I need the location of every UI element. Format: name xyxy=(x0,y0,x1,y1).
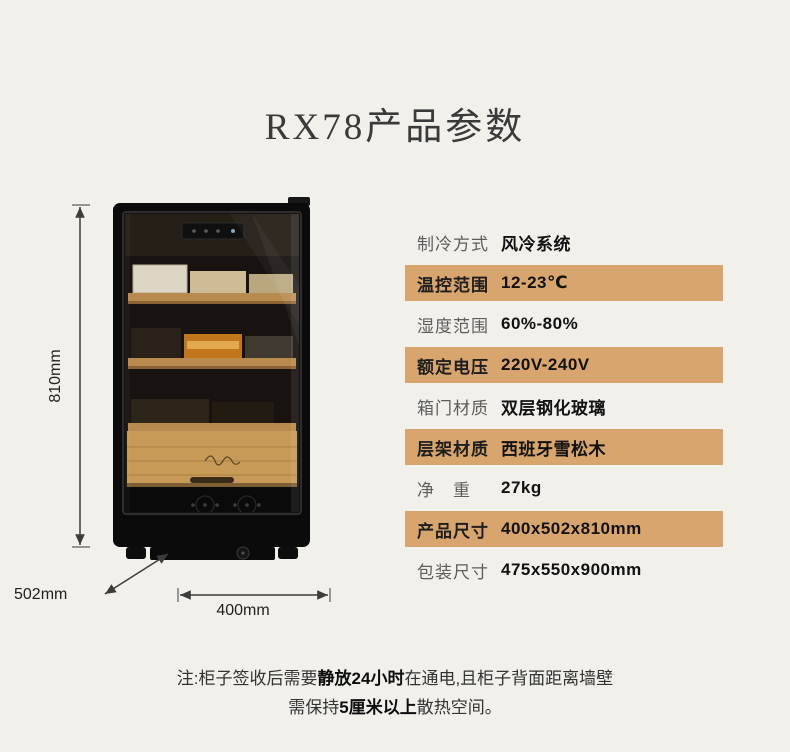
dimension-width: 400mm xyxy=(177,588,331,619)
wood-drawer xyxy=(127,431,297,487)
spec-value: 双层钢化玻璃 xyxy=(501,398,606,418)
spec-row: 包装尺寸 475x550x900mm xyxy=(405,552,723,588)
spec-row: 层架材质 西班牙雪松木 xyxy=(405,429,723,465)
spec-value: 西班牙雪松木 xyxy=(501,439,606,459)
note-text: 在通电,且柜子背面距离墙壁 xyxy=(404,669,614,688)
spec-label: 额定电压 xyxy=(417,357,489,377)
spec-row: 湿度范围 60%-80% xyxy=(405,306,723,342)
wood-shelf xyxy=(128,423,296,431)
cabinet-foot xyxy=(126,547,146,559)
spec-label: 制冷方式 xyxy=(417,234,489,254)
note-emphasis: 静放24小时 xyxy=(317,669,405,688)
spec-label: 箱门材质 xyxy=(417,398,489,418)
spec-value: 12-23℃ xyxy=(501,273,569,292)
spec-value: 60%-80% xyxy=(501,314,579,333)
spec-label: 湿度范围 xyxy=(417,316,489,336)
spec-label: 包装尺寸 xyxy=(417,562,489,582)
wood-shelf xyxy=(128,358,296,366)
spec-label: 净 重 xyxy=(417,480,471,500)
spec-table: 制冷方式 风冷系统 温控范围 12-23℃ 湿度范围 60%-80% 额定电压 … xyxy=(405,224,723,593)
spec-row: 温控范围 12-23℃ xyxy=(405,265,723,301)
spec-row: 产品尺寸 400x502x810mm xyxy=(405,511,723,547)
note-line-2: 需保持5厘米以上散热空间。 xyxy=(0,693,790,722)
spec-value: 475x550x900mm xyxy=(501,560,642,579)
spec-value: 220V-240V xyxy=(501,355,590,374)
spec-row: 净 重 27kg xyxy=(405,470,723,506)
note-emphasis: 5厘米以上 xyxy=(339,698,417,717)
page-title: RX78产品参数 xyxy=(264,107,526,148)
note-text: 需保持 xyxy=(288,698,340,717)
usage-note: 注:柜子签收后需要静放24小时在通电,且柜子背面距离墙壁 需保持5厘米以上散热空… xyxy=(0,664,790,722)
spec-row: 箱门材质 双层钢化玻璃 xyxy=(405,388,723,424)
top-control-display xyxy=(181,222,245,240)
dimension-depth: 502mm xyxy=(14,553,169,603)
wood-shelf xyxy=(128,293,296,301)
cabinet-illustration xyxy=(113,197,310,560)
note-text: 注:柜子签收后需要 xyxy=(176,669,318,688)
spec-row: 制冷方式 风冷系统 xyxy=(405,224,723,260)
dimension-width-label: 400mm xyxy=(216,602,269,619)
spec-label: 温控范围 xyxy=(417,275,489,295)
spec-label: 产品尺寸 xyxy=(417,521,489,541)
note-text: 散热空间。 xyxy=(416,698,502,717)
cabinet-foot xyxy=(278,547,298,559)
spec-value: 风冷系统 xyxy=(501,234,571,254)
product-image: 810mm 400mm 502mm xyxy=(14,197,331,619)
spec-row: 额定电压 220V-240V xyxy=(405,347,723,383)
spec-label: 层架材质 xyxy=(417,439,489,459)
dimension-height: 810mm xyxy=(47,204,90,548)
dimension-depth-label: 502mm xyxy=(14,586,67,603)
spec-value: 400x502x810mm xyxy=(501,519,642,538)
drawer-logo-script xyxy=(204,455,241,466)
spec-value: 27kg xyxy=(501,478,542,497)
note-line-1: 注:柜子签收后需要静放24小时在通电,且柜子背面距离墙壁 xyxy=(0,664,790,693)
touch-control-panel xyxy=(125,487,299,512)
dimension-height-label: 810mm xyxy=(47,349,64,402)
